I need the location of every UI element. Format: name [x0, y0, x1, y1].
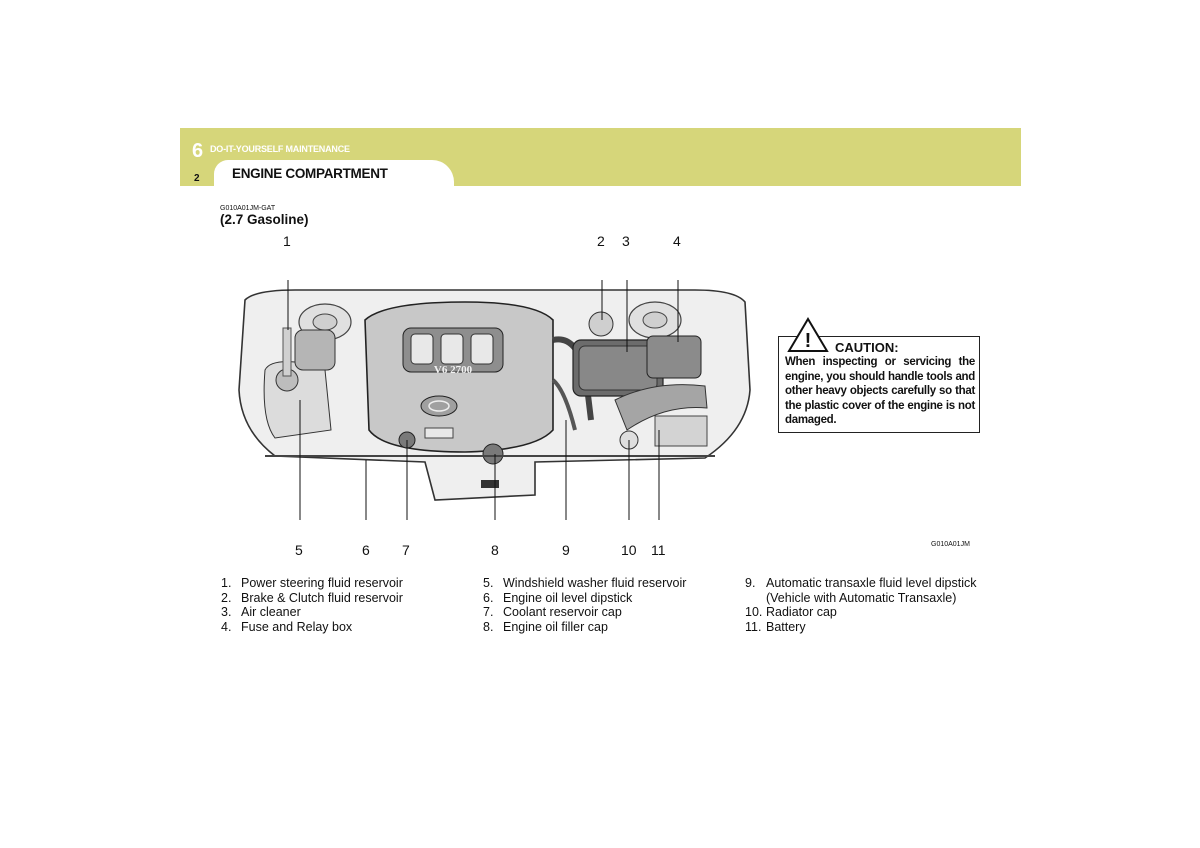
title-tab	[214, 160, 454, 186]
figure-subheading: (2.7 Gasoline)	[220, 212, 309, 227]
legend-column-1: 1. Power steering fluid reservoir 2. Brake…	[221, 576, 471, 634]
caution-title: CAUTION:	[835, 340, 899, 355]
callout-8: 8	[491, 542, 499, 558]
callout-3: 3	[622, 233, 630, 249]
warning-symbol: !	[805, 330, 812, 352]
figure-code-top: G010A01JM-GAT	[220, 205, 276, 212]
callout-2: 2	[597, 233, 605, 249]
legend-item: 10.Radiator cap	[745, 605, 995, 620]
warning-triangle-icon: !	[787, 317, 829, 352]
legend-item: 6. Engine oil level dipstick	[483, 591, 733, 606]
legend-text: (Vehicle with Automatic Transaxle)	[766, 590, 957, 605]
legend-text: Power steering fluid reservoir	[241, 576, 403, 590]
page-title: ENGINE COMPARTMENT	[232, 166, 388, 181]
callout-4: 4	[673, 233, 681, 249]
legend-num	[745, 591, 766, 606]
legend-text: Battery	[766, 619, 806, 634]
legend-text: Automatic transaxle fluid level dipstick	[766, 576, 977, 590]
legend-item: 9. Automatic transaxle fluid level dipsti…	[745, 576, 995, 591]
legend-text: Coolant reservoir cap	[503, 605, 622, 619]
legend-text: Air cleaner	[241, 605, 301, 619]
section-title: DO-IT-YOURSELF MAINTENANCE	[210, 144, 350, 154]
legend-item: 3. Air cleaner	[221, 605, 471, 620]
legend-item: 4. Fuse and Relay box	[221, 620, 471, 635]
callout-11: 11	[651, 542, 666, 558]
legend-num: 11.	[745, 619, 762, 634]
legend-num: 9.	[745, 576, 756, 590]
legend-column-2: 5. Windshield washer fluid reservoir 6. En…	[483, 576, 733, 634]
engine-badge: V6 2700	[434, 364, 473, 376]
caution-box: ! CAUTION: When inspecting or servicing …	[778, 317, 980, 433]
legend-text: Fuse and Relay box	[241, 619, 353, 634]
engine-compartment-illustration: V6 2700	[238, 280, 751, 520]
section-number: 6	[192, 140, 204, 162]
legend-num: 5.	[483, 576, 494, 590]
callout-6: 6	[362, 542, 370, 558]
legend-num: 4.	[221, 619, 232, 634]
legend-text: Engine oil filler cap	[503, 619, 608, 634]
legend-item: 2. Brake & Clutch fluid reservoir	[221, 591, 471, 606]
legend-item: (Vehicle with Automatic Transaxle)	[745, 591, 995, 606]
legend-item: 8. Engine oil filler cap	[483, 620, 733, 635]
legend-item: 7. Coolant reservoir cap	[483, 605, 733, 620]
figure-code-bottom: G010A01JM	[931, 541, 970, 548]
legend-item: 11. Battery	[745, 620, 995, 635]
legend-item: 5. Windshield washer fluid reservoir	[483, 576, 733, 591]
legend-num: 7.	[483, 605, 494, 619]
callout-7: 7	[402, 542, 410, 558]
legend-text: Brake & Clutch fluid reservoir	[241, 590, 403, 605]
legend-num: 2.	[221, 590, 232, 605]
callout-9: 9	[562, 542, 570, 558]
legend-column-3: 9. Automatic transaxle fluid level dipsti…	[745, 576, 995, 634]
legend-item: 1. Power steering fluid reservoir	[221, 576, 471, 591]
legend-num: 1.	[221, 576, 232, 590]
legend-num: 10.	[745, 605, 763, 619]
callout-5: 5	[295, 542, 303, 558]
callout-1: 1	[283, 233, 291, 249]
caution-text: When inspecting or servicing the engine,…	[785, 356, 975, 426]
callout-10: 10	[621, 542, 637, 558]
page-number: 2	[194, 173, 200, 184]
legend-text: Radiator cap	[766, 605, 837, 619]
legend-text: Windshield washer fluid reservoir	[503, 576, 687, 590]
legend-num: 6.	[483, 590, 494, 605]
legend-num: 3.	[221, 605, 232, 619]
legend-text: Engine oil level dipstick	[503, 590, 633, 605]
legend-num: 8.	[483, 619, 494, 634]
